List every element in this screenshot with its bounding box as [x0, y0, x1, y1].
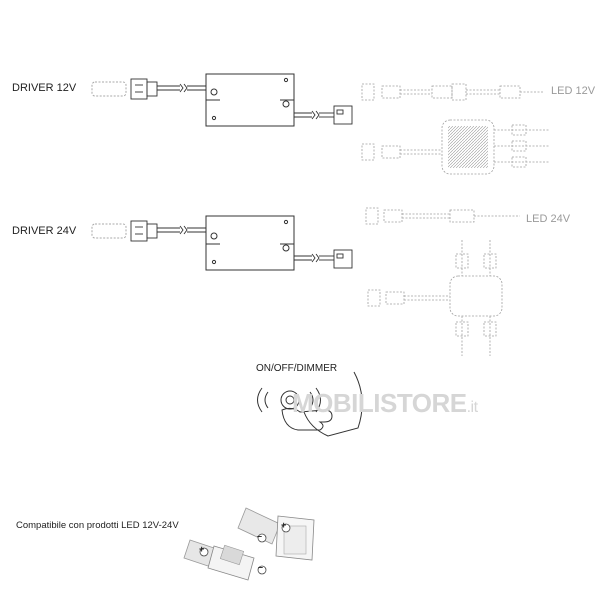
female-connector — [183, 539, 267, 581]
watermark-suffix: .it — [466, 399, 478, 416]
dimmer-sensor-illustration — [257, 371, 363, 437]
watermark-logo: MOBILISTORE.it — [292, 388, 478, 419]
input-connector-24v — [130, 220, 158, 242]
cable-out-12v — [294, 110, 334, 120]
output-connector-24v — [333, 249, 353, 269]
driver-12v-label: DRIVER 12V — [12, 82, 77, 94]
plus-mark-female: + — [199, 544, 205, 554]
watermark-brand: MOBILISTORE — [292, 388, 467, 418]
cable-in-24v — [157, 225, 206, 235]
signal-wave-right-outer — [315, 387, 321, 413]
dimmer-label: ON/OFF/DIMMER — [256, 363, 338, 374]
connector-photo — [183, 507, 315, 581]
signal-wave-left-outer — [257, 387, 263, 413]
cable-in-12v — [157, 83, 206, 93]
driver-24v-label: DRIVER 24V — [12, 225, 77, 237]
minus-mark-male: – — [257, 531, 263, 541]
input-plug-12v — [91, 81, 127, 97]
led-12v-strips — [361, 83, 550, 175]
input-plug-24v — [91, 223, 127, 239]
driver-24v-assembly — [91, 215, 353, 271]
cable-out-24v — [294, 253, 334, 263]
driver-12v-assembly — [91, 73, 353, 127]
output-connector-12v — [333, 105, 353, 125]
hand-icon — [281, 407, 333, 431]
input-connector-12v — [130, 78, 158, 100]
sensor-button — [280, 390, 300, 410]
driver-box-12v — [205, 73, 295, 127]
minus-mark-female: – — [258, 562, 264, 572]
led-24v-label: LED 24V — [526, 213, 571, 225]
led-24v-strips — [365, 207, 520, 356]
signal-wave-right-inner — [309, 391, 314, 409]
plus-mark-male: + — [281, 520, 287, 530]
signal-wave-left-inner — [264, 391, 269, 409]
compatibility-note: Compatibile con prodotti LED 12V-24V — [16, 520, 179, 531]
led-12v-label: LED 12V — [551, 85, 596, 97]
driver-box-24v — [205, 215, 295, 271]
male-connector — [237, 507, 315, 561]
